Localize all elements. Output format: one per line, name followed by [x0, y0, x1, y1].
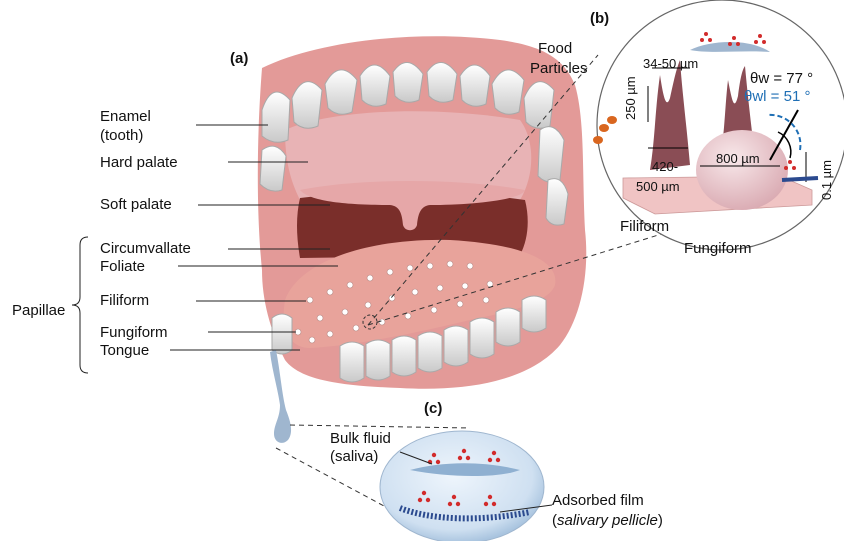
enamel-label: Enamel [100, 108, 151, 125]
inset-c-bubble [380, 431, 544, 541]
dim-420: 420- [652, 158, 678, 175]
papillae-label: Papillae [12, 302, 65, 319]
saliva-label: (saliva) [330, 448, 378, 465]
pellicle-label: (salivary pellicle) [552, 512, 663, 529]
inset-c [276, 425, 552, 541]
hard-palate-label: Hard palate [100, 154, 178, 171]
inset-fungiform-label: Fungiform [684, 240, 752, 257]
foliate-label: Foliate [100, 258, 145, 275]
saliva-drip [270, 350, 291, 443]
circumvallate-label: Circumvallate [100, 240, 191, 257]
adsorbed-film-label: Adsorbed film [552, 492, 644, 509]
dim-0-1: 0.1 µm [818, 160, 835, 200]
mouth [258, 36, 586, 443]
dim-500: 500 µm [636, 178, 680, 195]
enamel-sub-label: (tooth) [100, 127, 143, 144]
theta-w-label: θw = 77 ° [750, 70, 813, 87]
panel-c-label: (c) [424, 400, 442, 417]
pellicle-italic: salivary pellicle [557, 512, 658, 529]
inset-b-circle [597, 0, 844, 250]
dim-250: 250 µm [622, 76, 639, 120]
filiform-label: Filiform [100, 292, 149, 309]
soft-palate-label: Soft palate [100, 196, 172, 213]
bulk-fluid-label: Bulk fluid [330, 430, 391, 447]
panel-a-label: (a) [230, 50, 248, 67]
dim-34-50: 34-50 µm [643, 55, 698, 72]
food-label: Food [538, 40, 572, 57]
inset-filiform-label: Filiform [620, 218, 669, 235]
theta-wl-label: θwl = 51 ° [744, 88, 810, 105]
tongue-label: Tongue [100, 342, 149, 359]
fungiform-papilla [696, 130, 788, 210]
fungiform-label: Fungiform [100, 324, 168, 341]
dim-800: 800 µm [716, 150, 760, 167]
particles-label: Particles [530, 60, 588, 77]
panel-b-label: (b) [590, 10, 609, 27]
